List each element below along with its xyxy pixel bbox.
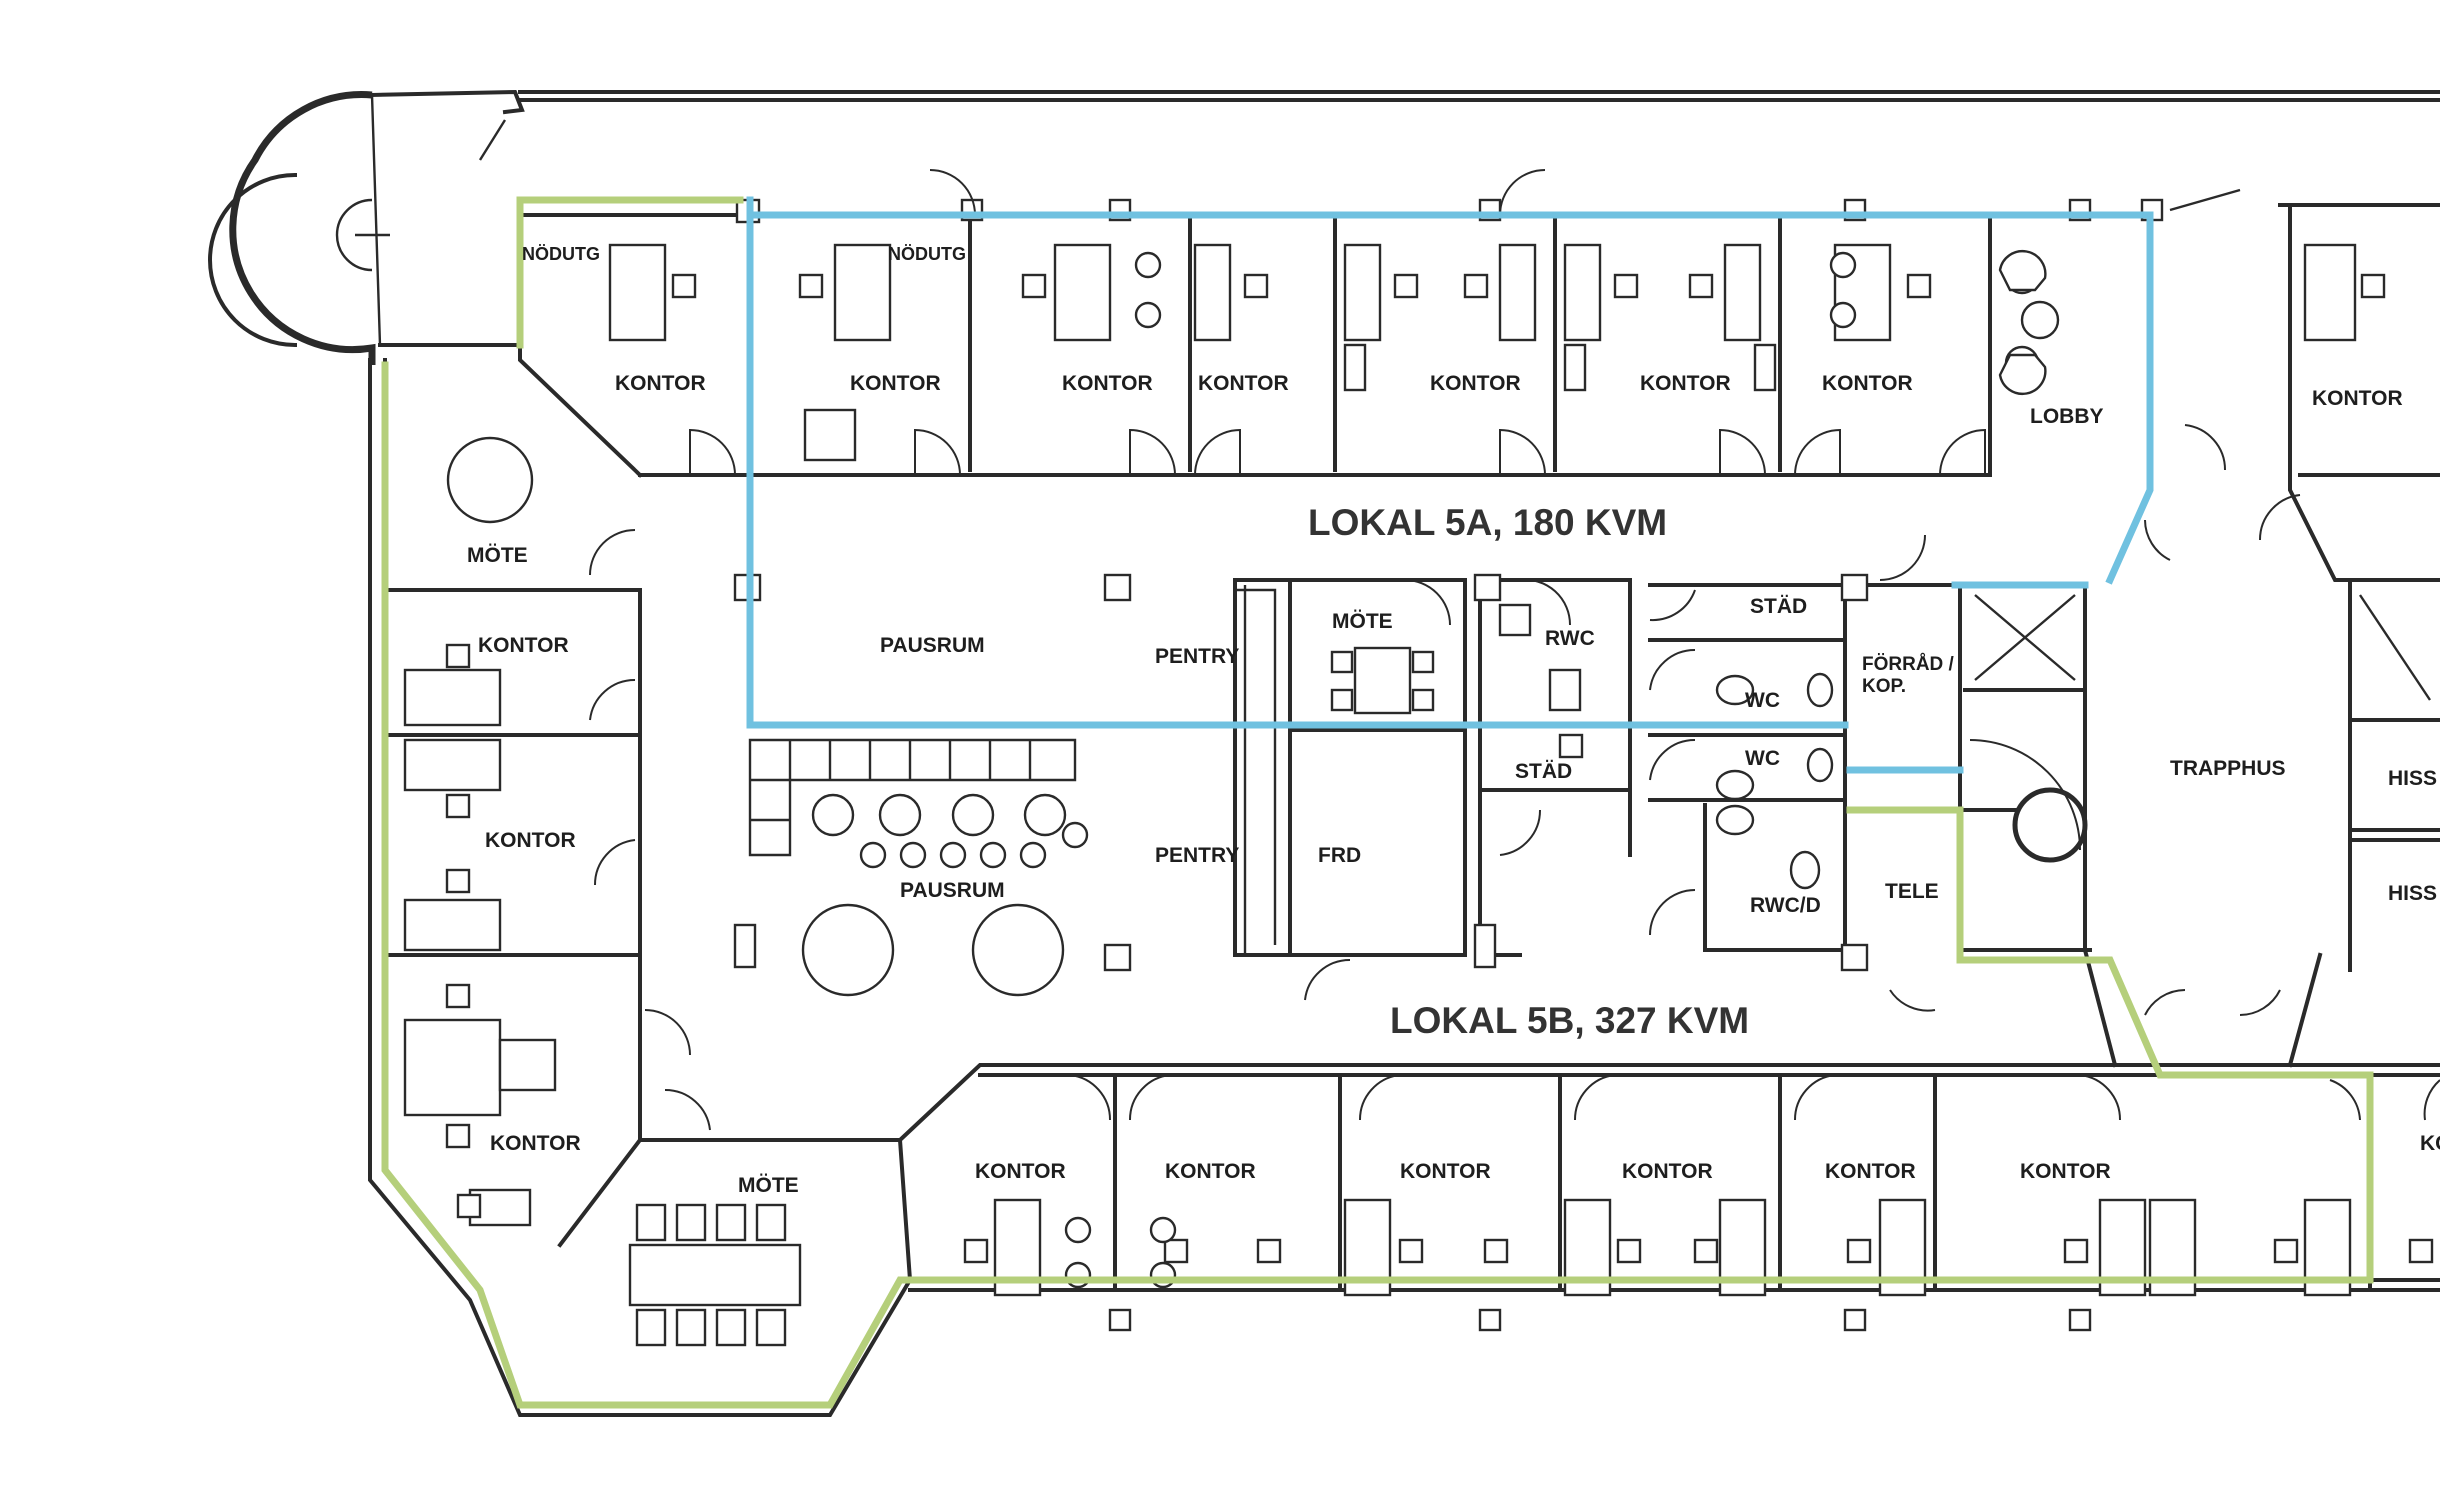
room-kontor: KONTOR (485, 829, 576, 852)
room-pausrum: PAUSRUM (880, 634, 985, 657)
room-mote: MÖTE (467, 544, 528, 567)
room-kontor: KONTOR (975, 1160, 1066, 1183)
room-kontor: KONTOR (1062, 372, 1153, 395)
room-kontor: KONTOR (1198, 372, 1289, 395)
lokal-5a-label: LOKAL 5A, 180 KVM (1308, 502, 1667, 543)
room-mote: MÖTE (738, 1174, 799, 1197)
room-forrad: FÖRRÅD / (1862, 654, 1955, 675)
room-tele: TELE (1885, 880, 1939, 903)
lokal-5b-label: LOKAL 5B, 327 KVM (1390, 1000, 1749, 1041)
room-frd: FRD (1318, 844, 1361, 867)
room-wc: WC (1745, 689, 1780, 712)
room-wc: WC (1745, 747, 1780, 770)
room-kontor: KONTOR (1430, 372, 1521, 395)
room-mote: MÖTE (1332, 610, 1393, 633)
room-labels: LOKAL 5A, 180 KVM LOKAL 5B, 327 KVM NÖDU… (467, 244, 2440, 1197)
room-kontor: KONTOR (2020, 1160, 2111, 1183)
room-stad: STÄD (1750, 595, 1807, 618)
lokal-5b-boundary (381, 196, 2374, 1409)
room-kontor: KONTOR (490, 1132, 581, 1155)
room-trapphus: TRAPPHUS (2170, 757, 2286, 780)
room-stad: STÄD (1515, 760, 1572, 783)
room-nodutg-2: NÖDUTG (888, 244, 966, 264)
room-kontor: KONTOR (1165, 1160, 1256, 1183)
room-pentry: PENTRY (1155, 844, 1239, 867)
lokal-5a-boundary (746, 196, 2154, 774)
room-lobby: LOBBY (2030, 405, 2104, 428)
room-pausrum: PAUSRUM (900, 879, 1005, 902)
room-kontor: KONTOR (1825, 1160, 1916, 1183)
room-forrad-kop: KOP. (1862, 676, 1906, 697)
doors (589, 169, 2440, 1131)
room-kontor: KONTOR (1622, 1160, 1713, 1183)
room-hiss: HISS (2388, 767, 2437, 790)
room-pentry: PENTRY (1155, 645, 1239, 668)
room-hiss: HISS (2388, 882, 2437, 905)
room-kontor: KONTOR (1640, 372, 1731, 395)
room-kontor: KONTOR (615, 372, 706, 395)
room-nodutg-1: NÖDUTG (522, 244, 600, 264)
room-kontor: KONTOR (2312, 387, 2403, 410)
room-kontor: KONTOR (850, 372, 941, 395)
room-kontor-partial: KC (2420, 1132, 2440, 1155)
room-kontor: KONTOR (1822, 372, 1913, 395)
room-kontor: KONTOR (1400, 1160, 1491, 1183)
room-kontor: KONTOR (478, 634, 569, 657)
room-rwc: RWC (1545, 627, 1595, 650)
room-rwcd: RWC/D (1750, 894, 1821, 917)
